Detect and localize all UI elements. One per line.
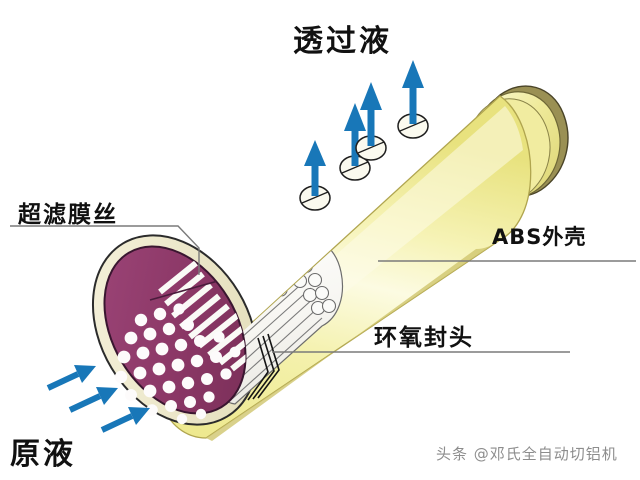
- label-feed: 原液: [10, 437, 76, 472]
- leader-uf-fiber: [10, 225, 200, 275]
- permeate-arrow-1: [304, 140, 326, 196]
- epoxy-potting-head: [103, 245, 275, 425]
- feed-arrow-2: [68, 387, 118, 413]
- permeate-ports-and-arrows: [299, 60, 429, 211]
- label-abs-shell: ABS外壳: [492, 225, 587, 249]
- feed-arrow-3: [100, 407, 150, 433]
- feed-arrows: [46, 365, 150, 433]
- cutaway-seam-lines: [247, 333, 280, 401]
- embedded-fiber-stubs: [158, 260, 270, 372]
- permeate-arrow-3: [360, 82, 382, 146]
- epoxy-cut-region: [149, 257, 275, 372]
- label-permeate: 透过液: [293, 24, 392, 59]
- permeate-arrow-2: [344, 103, 366, 166]
- label-epoxy-head: 环氧封头: [374, 325, 474, 351]
- shell-lower-shadow: [206, 240, 500, 441]
- watermark-text: 头条 @邓氏全自动切铝机: [436, 445, 618, 463]
- permeate-arrow-4: [402, 60, 424, 124]
- leader-lines: [10, 225, 636, 353]
- label-uf-fiber: 超滤膜丝: [18, 202, 118, 228]
- fiber-lumen-openings: [114, 303, 241, 425]
- feed-arrow-1: [46, 365, 96, 391]
